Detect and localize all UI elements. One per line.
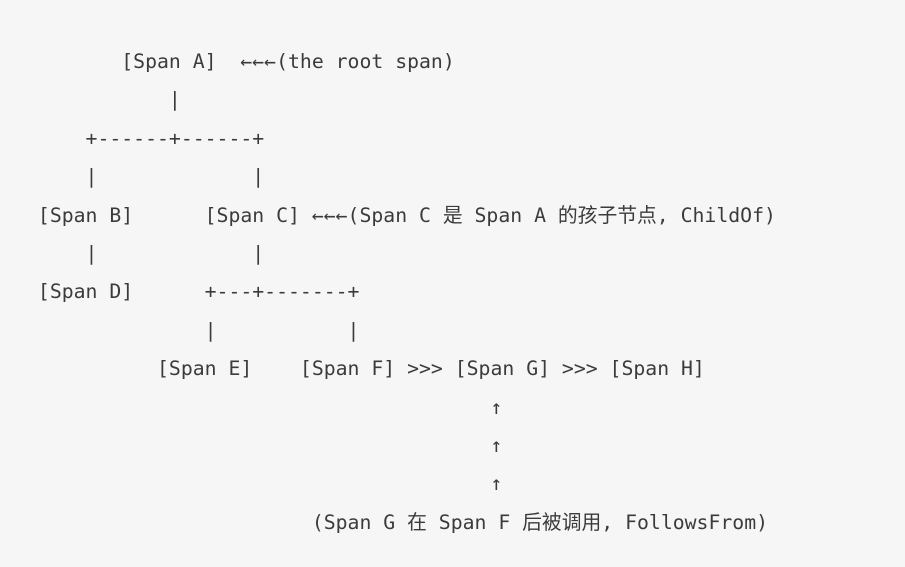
code-block: [Span A] ←←←(the root span) | +------+--… [37,50,776,534]
span-tree-ascii-diagram: [Span A] ←←←(the root span) | +------+--… [37,50,776,534]
